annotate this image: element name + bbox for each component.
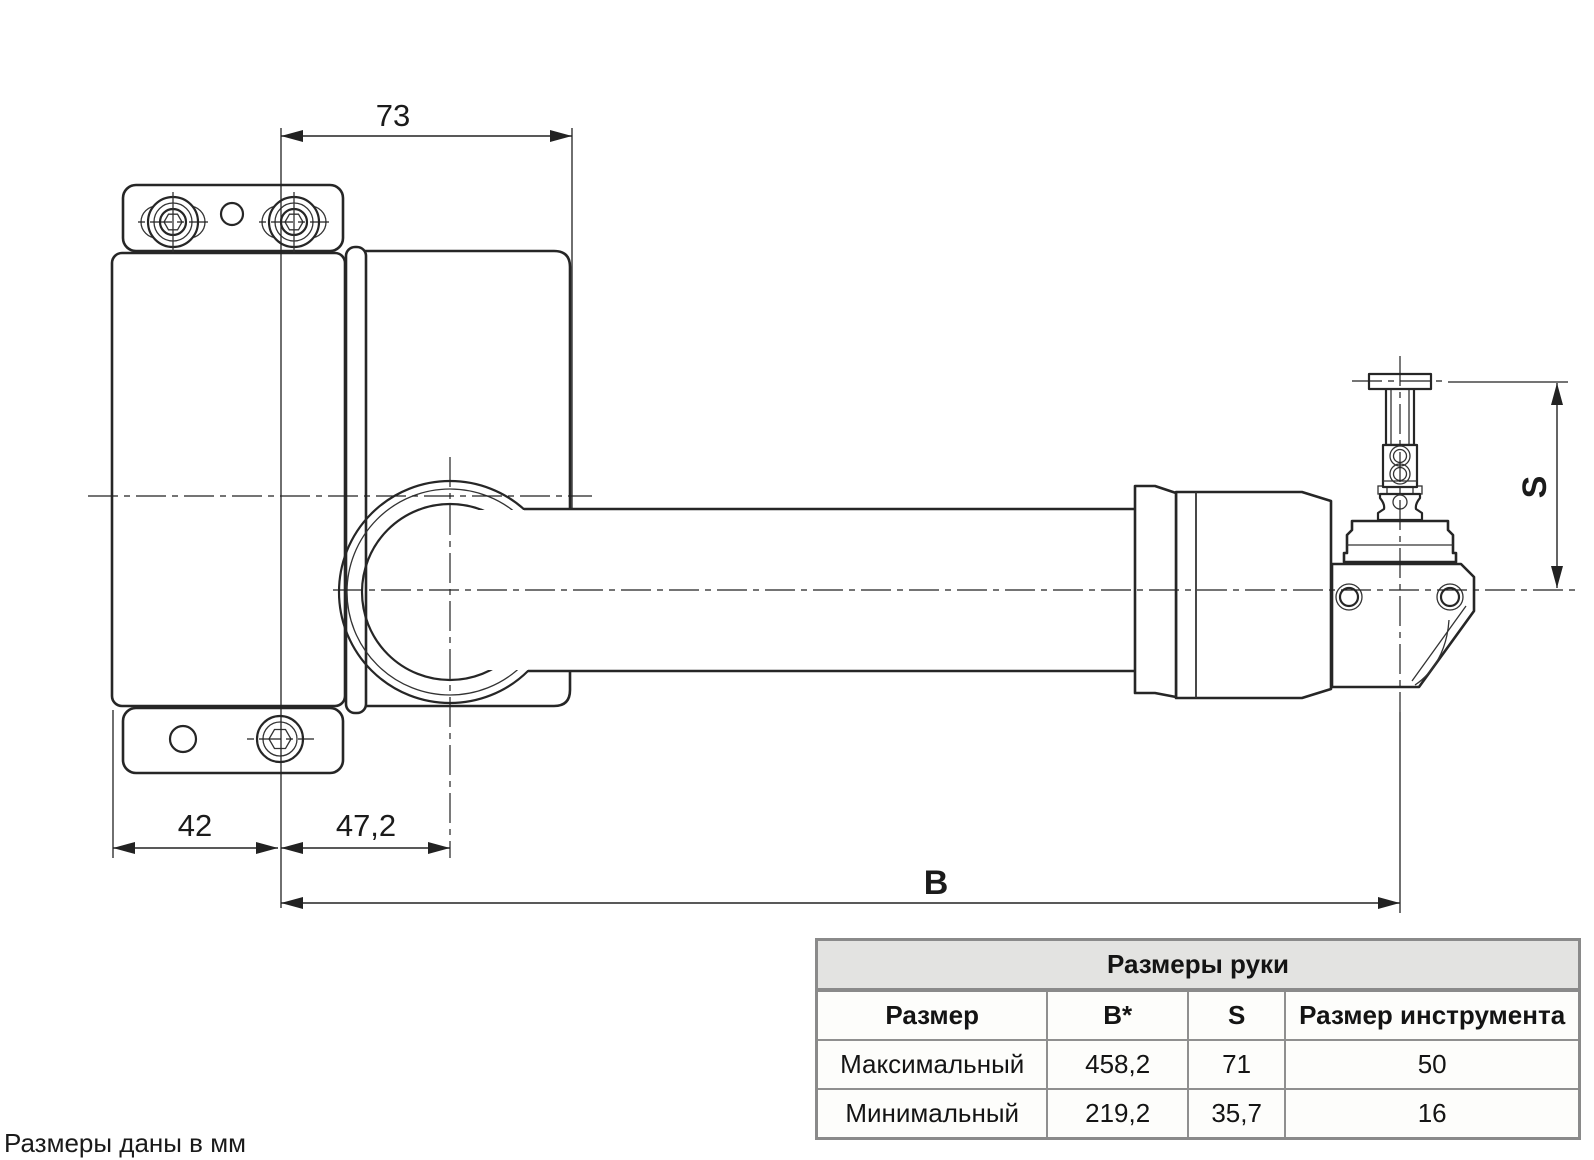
col-header-b: B* — [1046, 989, 1189, 1041]
dim-label-73: 73 — [376, 98, 410, 133]
col-header-s: S — [1186, 989, 1287, 1041]
tool-head — [1330, 562, 1476, 689]
dim-label-S: S — [1516, 476, 1554, 499]
bracket-hole-top — [219, 201, 245, 227]
table-title: Размеры руки — [815, 938, 1581, 992]
row-min-tool: 16 — [1284, 1088, 1581, 1140]
dim-label-42: 42 — [178, 808, 212, 843]
table-row-min: Минимальный 219,2 35,7 16 — [815, 1088, 1581, 1140]
bracket-hole-bottom — [168, 724, 198, 754]
tube-collar — [1133, 484, 1333, 700]
dimension-B: B — [281, 864, 1400, 909]
table-header-row: Размер B* S Размер инструмента — [815, 989, 1581, 1041]
row-max-label: Максимальный — [815, 1039, 1049, 1090]
row-max-s: 71 — [1186, 1039, 1287, 1090]
dim-label-47-2: 47,2 — [336, 808, 396, 843]
bottom-mounting-bracket — [121, 706, 345, 775]
bracket-bolt-top-left — [138, 192, 208, 252]
row-min-label: Минимальный — [815, 1088, 1049, 1140]
arm-dimensions-table: Размеры руки Размер B* S Размер инструме… — [815, 938, 1581, 1140]
col-header-size: Размер — [815, 989, 1049, 1041]
row-max-tool: 50 — [1284, 1039, 1581, 1090]
table-title-row: Размеры руки — [815, 938, 1581, 992]
row-min-s: 35,7 — [1186, 1088, 1287, 1140]
dimension-42: 42 — [113, 808, 278, 854]
table-row-max: Максимальный 458,2 71 50 — [815, 1039, 1581, 1090]
extension-lines — [112, 128, 1568, 913]
row-min-b: 219,2 — [1046, 1088, 1189, 1140]
dim-label-B: B — [924, 864, 949, 902]
dimension-S: S — [1516, 383, 1563, 588]
clamp-band — [344, 245, 368, 715]
dimension-47-2: 47,2 — [281, 808, 450, 854]
motor-housing — [110, 251, 347, 708]
dimension-73: 73 — [281, 98, 572, 142]
centerlines — [88, 356, 1577, 858]
row-max-b: 458,2 — [1046, 1039, 1189, 1090]
bracket-bolt-bottom — [247, 714, 314, 764]
units-note: Размеры даны в мм — [4, 1128, 246, 1158]
col-header-tool-size: Размер инструмента — [1284, 989, 1581, 1041]
